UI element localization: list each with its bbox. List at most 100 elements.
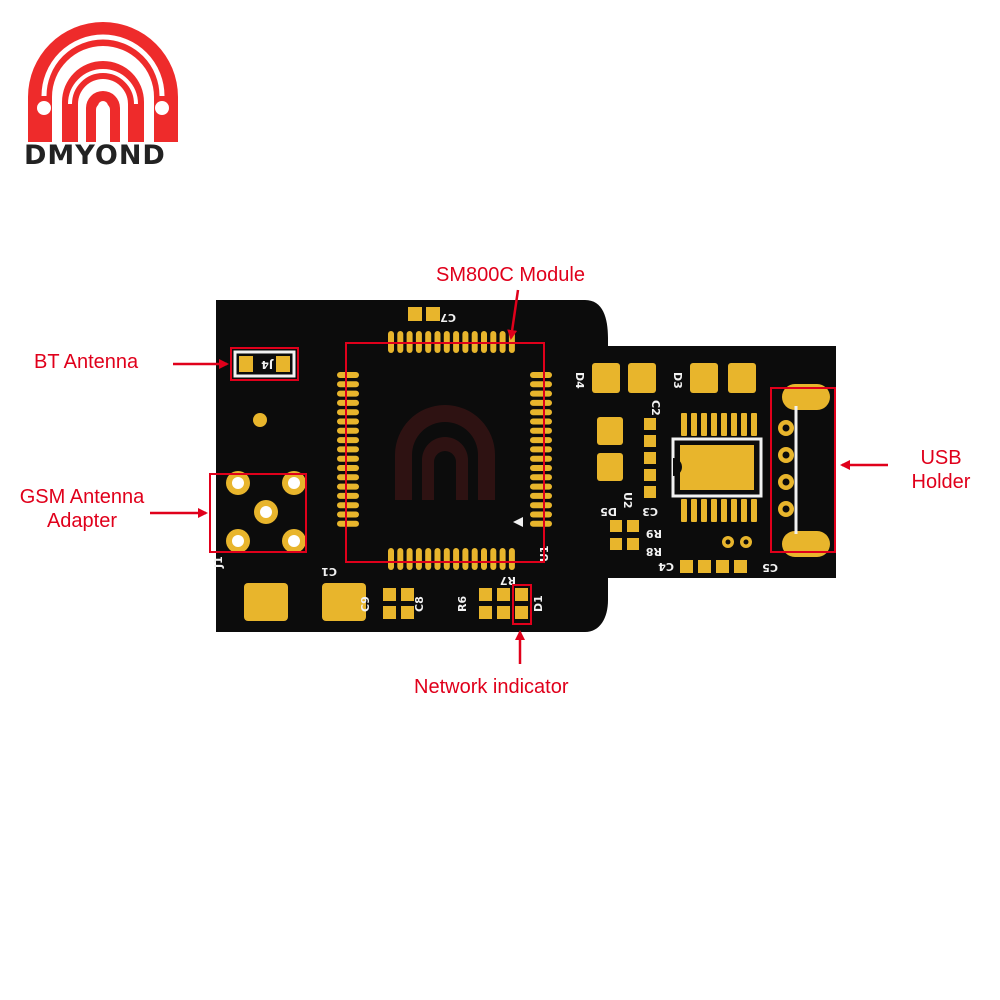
r9-pad <box>610 520 622 532</box>
module-pin <box>337 418 359 425</box>
test-point <box>253 413 267 427</box>
u2-pin <box>741 413 747 436</box>
module-pin <box>337 446 359 453</box>
c3-pad <box>644 452 656 464</box>
c9-pad <box>383 588 396 601</box>
module-pin <box>337 390 359 397</box>
module-pin <box>530 455 552 462</box>
silk-c7: C7 <box>440 311 456 324</box>
u2-pin <box>741 499 747 522</box>
module-pin <box>490 548 497 570</box>
u2-pin <box>681 413 687 436</box>
module-pin <box>434 548 441 570</box>
module-pin <box>406 548 413 570</box>
large-cap-pad <box>244 583 288 621</box>
module-pin <box>337 511 359 518</box>
silk-c4: C4 <box>658 560 674 573</box>
module-pin <box>530 446 552 453</box>
u2-notch <box>673 458 682 476</box>
r9-pad <box>627 520 639 532</box>
silk-d3: D3 <box>671 372 684 389</box>
sm800c-highlight-box <box>345 342 545 563</box>
module-pin <box>337 502 359 509</box>
module-pin <box>530 399 552 406</box>
via <box>725 539 731 545</box>
u2-chip-pads <box>681 413 757 522</box>
usb-holder-label-line2: Holder <box>911 471 971 493</box>
module-pin <box>397 548 404 570</box>
c8-pad <box>401 606 414 619</box>
c2-pad <box>644 418 656 430</box>
module-pin <box>337 455 359 462</box>
module-pin <box>481 548 487 570</box>
module-pin <box>388 548 394 570</box>
network-indicator-label: Network indicator <box>414 676 569 698</box>
j1-gsm-adapter <box>226 471 306 553</box>
gsm-antenna-label: GSM Antenna Adapter <box>14 485 150 533</box>
pcb-outline <box>216 300 836 632</box>
module-pin <box>530 409 552 416</box>
module-pin <box>530 381 552 388</box>
r7-pad <box>497 606 510 619</box>
module-pin <box>530 418 552 425</box>
module-pin <box>530 437 552 444</box>
r8-pad <box>627 538 639 550</box>
d1-pad <box>515 606 528 619</box>
board-watermark <box>395 405 495 500</box>
u2-pin <box>701 499 707 522</box>
u2-pin <box>731 413 737 436</box>
gsm-antenna-label-line2: Adapter <box>46 510 118 532</box>
c3-pad <box>644 486 656 498</box>
d3-pad <box>728 363 756 393</box>
r7-pad <box>497 588 510 601</box>
silk-j1: J1 <box>212 556 225 569</box>
j4-connector <box>233 350 296 378</box>
u2-pin <box>751 413 757 436</box>
module-pin <box>425 548 432 570</box>
c1-pad <box>322 583 366 621</box>
c8-pad <box>401 588 414 601</box>
j4-pad <box>239 356 253 372</box>
module-pin <box>443 548 450 570</box>
module-pin <box>530 390 552 397</box>
c5-pad <box>716 560 729 573</box>
network-indicator-highlight-box <box>512 584 532 625</box>
usb-holder-label-line1: USB <box>920 447 962 469</box>
d3-pad <box>690 363 718 393</box>
silk-u2: U2 <box>621 492 634 509</box>
c9-pad <box>383 606 396 619</box>
silk-r7: R7 <box>500 574 516 587</box>
silk-r9: R9 <box>646 527 662 540</box>
silk-d1: D1 <box>532 595 545 612</box>
module-pin <box>337 492 359 499</box>
module-pin <box>530 465 552 471</box>
module-pin <box>530 492 552 499</box>
module-pin <box>337 399 359 406</box>
bt-antenna-highlight-box <box>230 347 299 381</box>
module-pin <box>508 548 515 570</box>
c3-pad <box>644 469 656 481</box>
d5-pad <box>597 453 623 481</box>
silk-j4: J4 <box>261 358 274 371</box>
u2-pin <box>721 499 727 522</box>
c5-pad <box>734 560 747 573</box>
gsm-adapter-highlight-box <box>209 473 307 553</box>
module-pin <box>499 548 506 570</box>
usb-holder-highlight-box <box>770 387 836 553</box>
module-pin <box>337 474 359 481</box>
module-pin <box>453 548 460 570</box>
module-pin <box>337 437 359 444</box>
module-pin <box>337 465 359 471</box>
u2-pin <box>691 499 697 522</box>
c4-pad <box>680 560 693 573</box>
module-pin <box>530 372 552 378</box>
silk-c1: C1 <box>321 565 337 578</box>
r6-pad <box>479 606 492 619</box>
d4-pad <box>592 363 620 393</box>
brand-name: DMYOND <box>24 140 166 171</box>
module-pin <box>530 511 552 518</box>
silk-c3: C3 <box>642 505 658 518</box>
d4-pad <box>628 363 656 393</box>
silk-c8: C8 <box>413 596 426 612</box>
